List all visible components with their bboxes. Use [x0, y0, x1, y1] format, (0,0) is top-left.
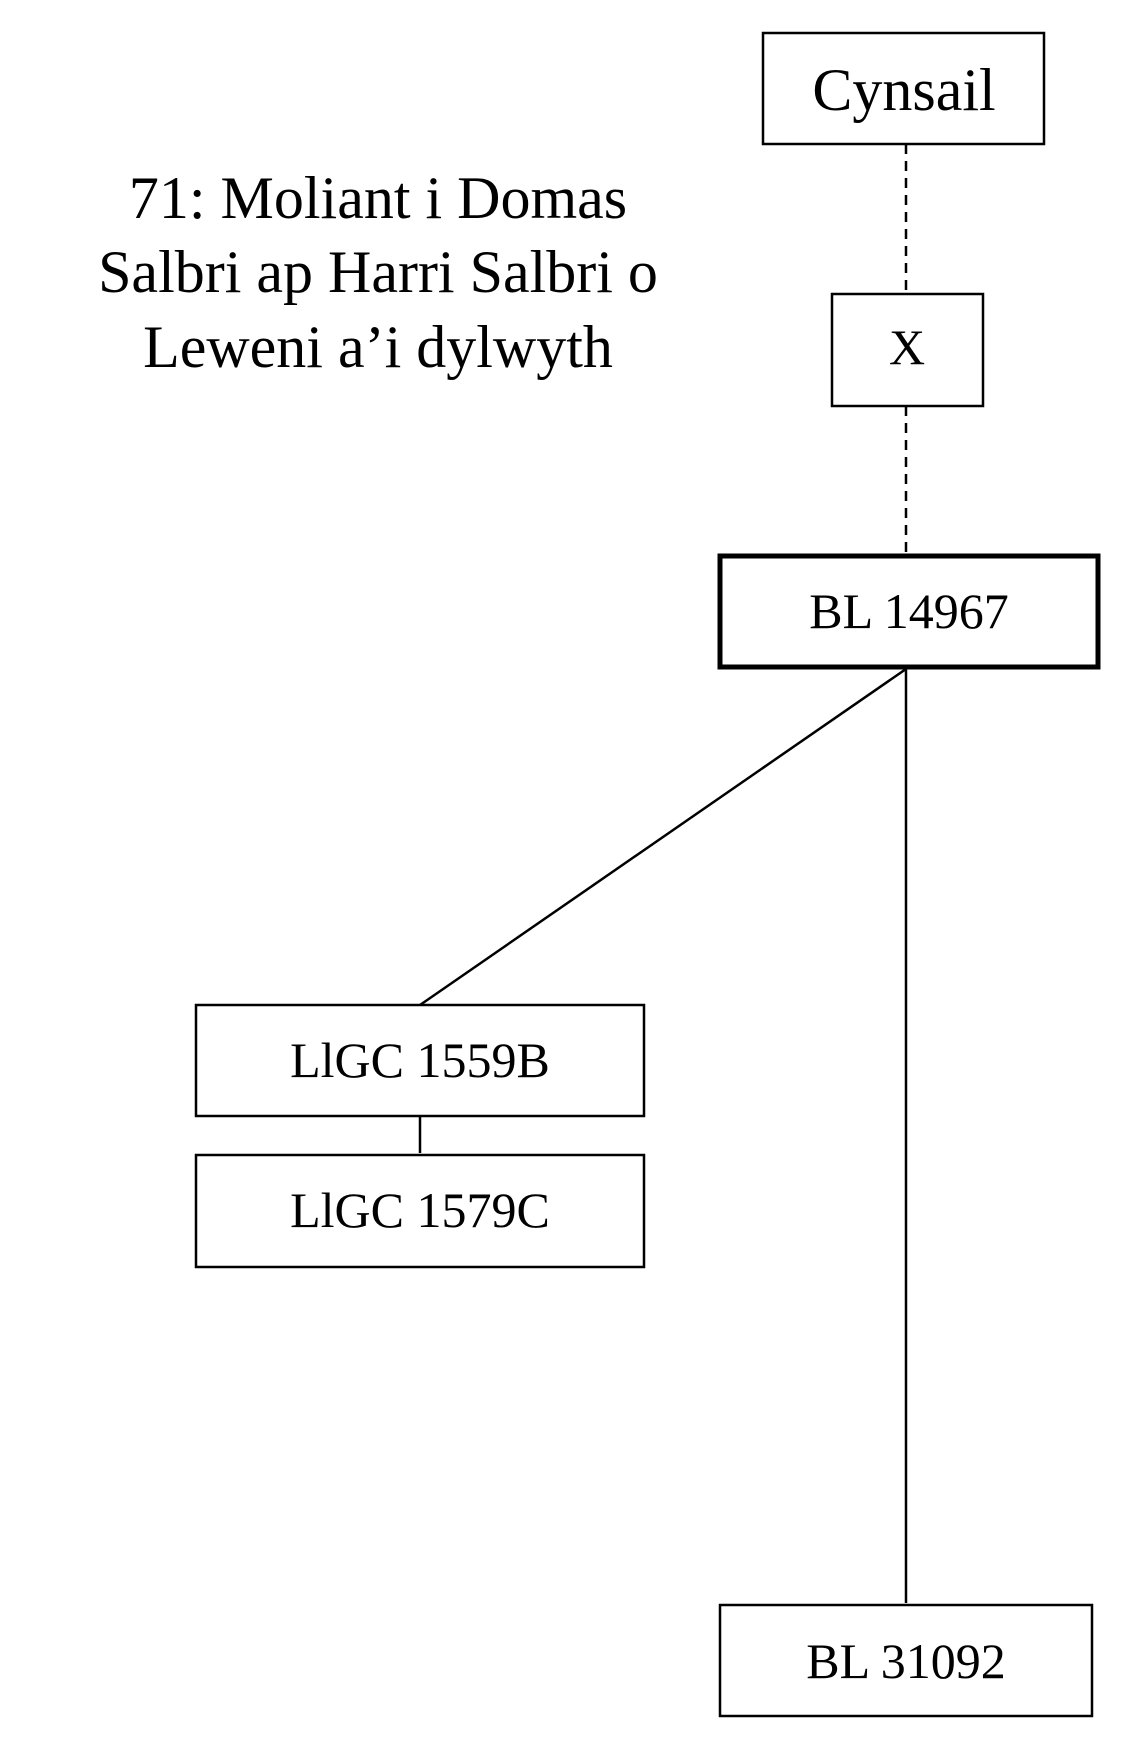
- node-box: [830, 292, 985, 408]
- title-line-2: Salbri ap Harri Salbri o: [98, 239, 658, 305]
- node-llgc1559b: LlGC 1559B: [194, 1003, 646, 1118]
- edge-bl14967-llgc1559b: [419, 667, 907, 1007]
- node-box: [194, 1153, 646, 1269]
- node-bl31092: BL 31092: [718, 1603, 1094, 1718]
- node-box: [718, 1603, 1094, 1718]
- node-cynsail: Cynsail: [761, 31, 1046, 146]
- title-line-3: Leweni a’i dylwyth: [143, 314, 613, 380]
- node-box: [717, 553, 1101, 670]
- node-label: LlGC 1579C: [290, 1182, 550, 1238]
- connectors: [418, 144, 908, 1603]
- node-llgc1579c: LlGC 1579C: [194, 1153, 646, 1269]
- node-label: BL 31092: [806, 1633, 1006, 1689]
- title-line-1: 71: Moliant i Domas: [129, 165, 627, 231]
- node-x: X: [830, 292, 985, 408]
- node-label: X: [889, 319, 925, 375]
- node-label: Cynsail: [812, 57, 995, 123]
- node-box: [761, 31, 1046, 146]
- diagram-title: 71: Moliant i Domas Salbri ap Harri Salb…: [98, 165, 658, 380]
- node-label: BL 14967: [809, 583, 1009, 639]
- node-box: [194, 1003, 646, 1118]
- node-label: LlGC 1559B: [290, 1032, 550, 1088]
- node-bl14967: BL 14967: [717, 553, 1101, 670]
